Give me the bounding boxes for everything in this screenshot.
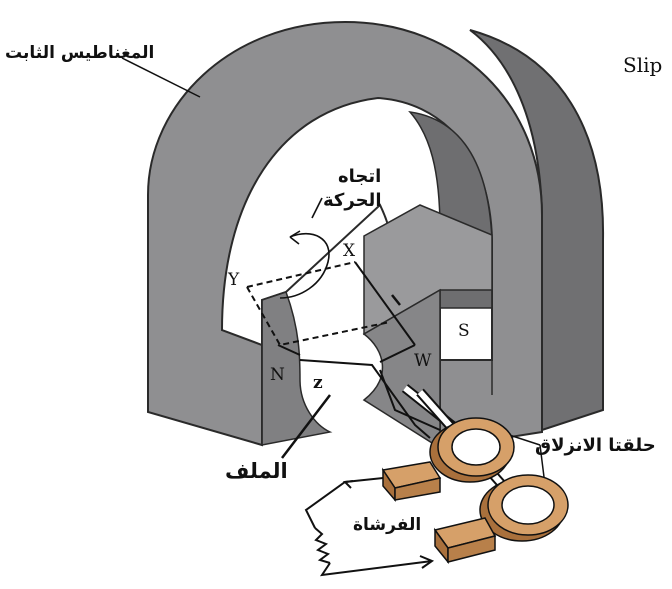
- direction-label-line1: اتجاه: [338, 166, 381, 187]
- slip-partial-label: Slip: [623, 53, 662, 77]
- point-z-label: z: [313, 373, 323, 393]
- brush-lower: [435, 518, 495, 562]
- point-y-label: Y: [227, 270, 240, 290]
- point-w-label: W: [414, 351, 432, 371]
- magnet-leader-line: [122, 58, 200, 97]
- direction-label-line2: الحركة: [323, 190, 381, 211]
- rotation-direction-arrow: [280, 198, 329, 298]
- coil-label: الملف: [225, 459, 288, 483]
- slip-rings-label: حلقتا الانزلاق: [535, 435, 656, 456]
- point-x-label: X: [343, 241, 356, 261]
- brush-label: الفرشاة: [353, 515, 421, 535]
- fixed-magnet: [148, 22, 603, 448]
- south-pole-label: S: [458, 321, 470, 341]
- slip-ring-lower: [480, 475, 568, 541]
- brush-upper: [383, 462, 440, 500]
- fixed-magnet-label: المغناطيس الثابت: [5, 43, 154, 63]
- resistor: [315, 528, 330, 563]
- north-pole-label: N: [270, 365, 285, 385]
